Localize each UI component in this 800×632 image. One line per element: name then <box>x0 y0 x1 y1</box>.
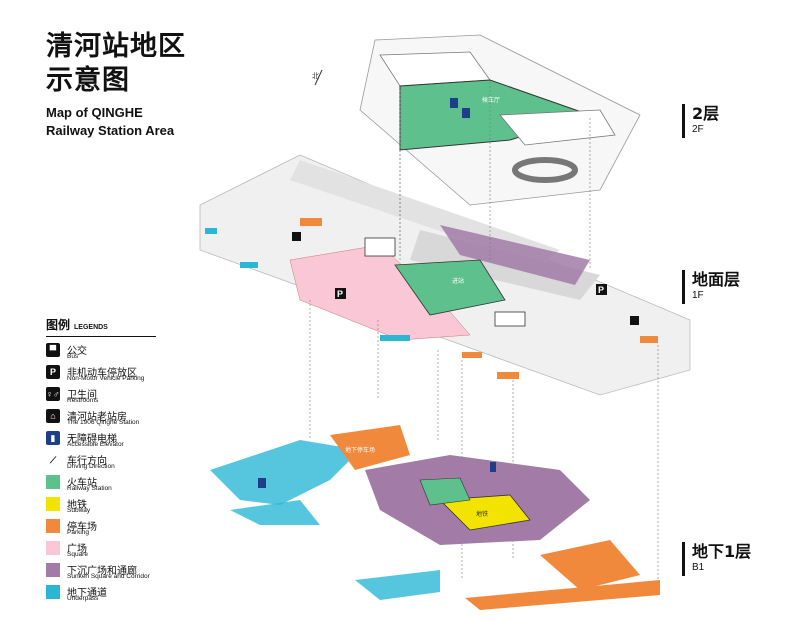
floor-1f-zh: 地面层 <box>692 270 741 289</box>
title-en-line1: Map of QINGHE <box>46 105 143 120</box>
f1-corridor <box>440 225 590 285</box>
f1-station <box>394 259 506 316</box>
parking-p-icon: P <box>46 365 60 379</box>
b1-parking-label: 地下停车场 <box>345 446 375 454</box>
map-title: 清河站地区 示意图 Map of QINGHE Railway Station … <box>46 30 186 140</box>
north-label: 北 <box>312 72 319 80</box>
b1-subway-label: 地铁 <box>476 510 488 518</box>
north-arrow-icon: 北 <box>312 69 323 86</box>
parking-swatch <box>46 519 60 533</box>
floor-1f-map: 进站 P P <box>199 154 691 396</box>
floor-2f-zh: 2层 <box>692 104 720 123</box>
floor-2f-en: 2F <box>692 124 704 135</box>
title-zh-line1: 清河站地区 <box>46 31 186 62</box>
b1-subway <box>439 494 531 531</box>
arrow-icon: ⟋ <box>49 455 57 465</box>
b1-underpass <box>210 440 360 505</box>
b1-parking-east <box>540 540 640 590</box>
f1-station-label: 进站 <box>452 277 464 285</box>
title-en-line2: Railway Station Area <box>46 123 175 138</box>
f2-station-label: 候车厅 <box>482 96 500 104</box>
square-swatch <box>46 541 60 555</box>
floor-b1-zh: 地下1层 <box>692 542 752 561</box>
underpass-swatch <box>46 585 60 599</box>
old-station-icon: ⌂ <box>46 409 60 423</box>
title-zh-line2: 示意图 <box>46 65 130 96</box>
svg-text:P: P <box>337 289 343 299</box>
bus-icon: ▀ <box>46 343 60 357</box>
b1-parking-west <box>330 425 410 470</box>
svg-text:P: P <box>598 285 604 295</box>
restroom-icon: ♀♂ <box>46 387 60 401</box>
floor-2f-map: 候车厅 <box>359 34 641 206</box>
floor-b1-en: B1 <box>692 562 705 573</box>
floor-1f-en: 1F <box>692 290 704 301</box>
title-en: Map of QINGHE Railway Station Area <box>46 104 186 140</box>
elevator-icon: ▮ <box>46 431 60 445</box>
railway-swatch <box>46 475 60 489</box>
corridor-swatch <box>46 563 60 577</box>
subway-swatch <box>46 497 60 511</box>
floor-b1-map: 地下停车场 地铁 <box>210 425 660 610</box>
